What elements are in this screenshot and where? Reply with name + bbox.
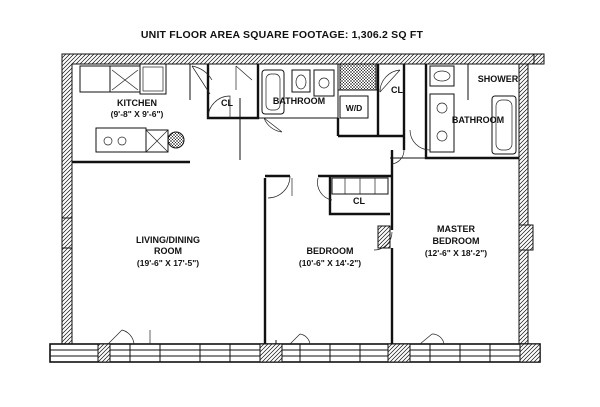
laundry-stack [339,63,377,91]
bedroom-closet-fixtures [267,149,405,251]
living-room-name-line1: LIVING/DINING [136,235,200,245]
kitchen-closet [207,65,253,119]
plan-title: UNIT FLOOR AREA SQUARE FOOTAGE: 1,306.2 … [141,29,424,41]
shower-label: SHOWER [478,74,519,84]
washer-dryer [339,95,369,119]
bedroom-closet-label: CL [353,196,365,206]
bedroom-name: BEDROOM [307,246,354,256]
bathroom-2-label: BATHROOM [452,115,504,125]
interior-walls [72,64,519,344]
hall-closet-door [379,69,401,93]
living-room-dimensions: (19'-6" X 17'-5") [137,258,199,268]
hall-closet-label: CL [391,85,403,95]
window-wall [49,329,541,363]
room-labels: KITCHEN (9'-8" X 9'-6") CL BATHROOM W/D … [111,74,519,268]
bathroom-2-fixtures [409,65,517,155]
bathroom-1-label: BATHROOM [273,96,325,106]
kitchen-name: KITCHEN [117,98,157,108]
washer-dryer-label: W/D [346,103,363,113]
bathroom-1-fixtures [261,69,335,133]
master-bedroom-dimensions: (12'-6" X 18'-2") [425,248,487,258]
master-bedroom-name-line1: MASTER [437,224,476,234]
kitchen-fixtures [79,63,213,153]
master-bedroom-name-line2: BEDROOM [433,236,480,246]
bedroom-dimensions: (10'-6" X 14'-2") [299,258,361,268]
living-room-name-line2: ROOM [154,246,182,256]
kitchen-dimensions: (9'-8" X 9'-6") [111,109,164,119]
kitchen-closet-label: CL [221,98,233,108]
